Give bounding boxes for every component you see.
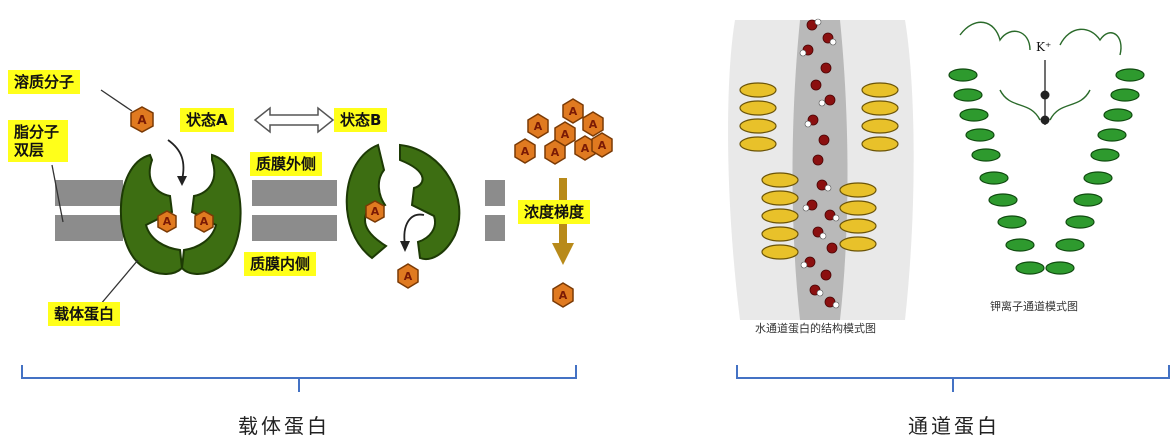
svg-text:A: A <box>163 215 172 228</box>
potassium-ion-label: K⁺ <box>1036 40 1052 54</box>
membrane-inside-label: 质膜内侧 <box>244 252 317 276</box>
bound-solute-a: A A <box>157 210 214 233</box>
solute-molecule: A <box>130 106 154 133</box>
svg-text:A: A <box>534 120 543 133</box>
bracket-left <box>21 365 577 392</box>
entry-arrow <box>167 139 185 181</box>
svg-text:A: A <box>589 118 598 131</box>
potassium-channel-illustration <box>948 21 1145 275</box>
svg-text:A: A <box>598 139 607 152</box>
svg-text:A: A <box>200 215 209 228</box>
svg-text:A: A <box>404 270 413 283</box>
solute-cluster <box>514 98 613 308</box>
membrane-outside-label: 质膜外侧 <box>250 152 323 176</box>
water-channel-caption: 水通道蛋白的结构模式图 <box>755 322 876 335</box>
carrier-protein-state-b <box>345 143 461 260</box>
svg-text:A: A <box>561 128 570 141</box>
state-b-label: 状态B <box>334 108 388 132</box>
svg-text:A: A <box>137 113 147 127</box>
carrier-protein-state-a <box>119 153 242 275</box>
state-a-label: 状态A <box>180 108 234 132</box>
svg-text:A: A <box>521 145 530 158</box>
lipid-bilayer-label: 脂分子 双层 <box>8 120 68 162</box>
lipid-pointer <box>51 164 64 223</box>
lipid-bilayer <box>55 180 505 241</box>
solute-molecule-label: 溶质分子 <box>8 70 81 94</box>
water-channel-illustration <box>728 18 914 320</box>
bracket-right <box>736 365 1170 392</box>
exit-arrow <box>403 213 425 246</box>
carrier-protein-label: 载体蛋白 <box>48 302 121 326</box>
svg-text:A: A <box>371 205 380 218</box>
potassium-channel-caption: 钾离子通道模式图 <box>990 300 1078 313</box>
released-solute: A <box>397 263 419 289</box>
svg-text:A: A <box>559 289 568 302</box>
concentration-gradient-label: 浓度梯度 <box>518 200 591 224</box>
channel-group-caption: 通道蛋白 <box>908 414 1000 438</box>
svg-text:A: A <box>551 146 560 159</box>
svg-text:A: A <box>581 142 590 155</box>
bound-solute-b: A <box>365 200 385 223</box>
svg-text:A: A <box>569 105 578 118</box>
carrier-group-caption: 载体蛋白 <box>238 414 330 438</box>
state-switch-arrow <box>253 106 335 134</box>
